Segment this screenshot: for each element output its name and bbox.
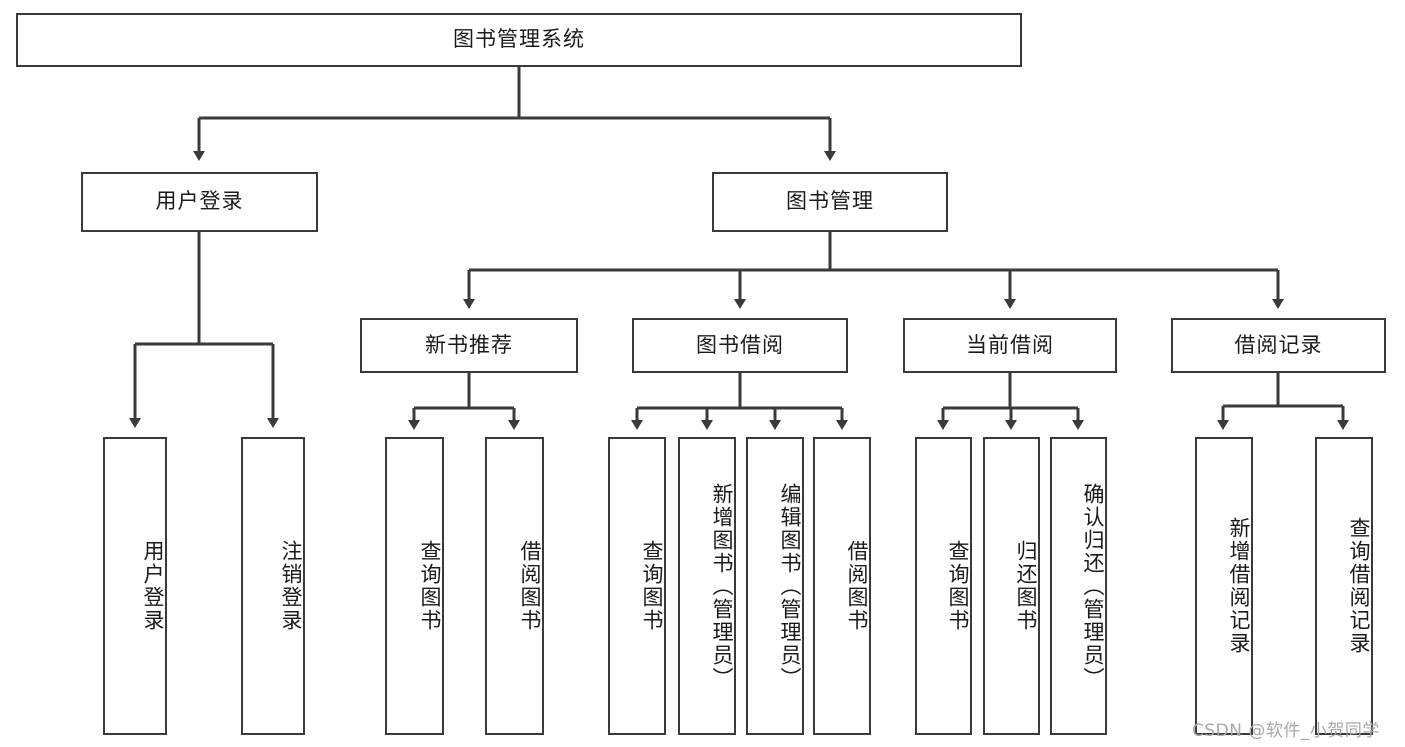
node-book-management[interactable]: 图书管理 — [712, 172, 948, 232]
leaf-logout[interactable]: 注销登录 — [241, 437, 305, 735]
leaf-add-record[interactable]: 新增借阅记录 — [1195, 437, 1253, 735]
leaf-add-record-label: 新增借阅记录 — [1227, 517, 1251, 655]
node-borrow-record[interactable]: 借阅记录 — [1171, 318, 1386, 373]
node-user-login-label: 用户登录 — [155, 189, 244, 214]
node-user-login[interactable]: 用户登录 — [81, 172, 318, 232]
leaf-query-books-cur[interactable]: 查询图书 — [915, 437, 972, 735]
leaf-query-books-rec-label: 查询图书 — [418, 540, 442, 632]
leaf-edit-book-label: 编辑图书（管理员） — [778, 482, 802, 690]
leaf-confirm-return-label: 确认归还（管理员） — [1081, 482, 1105, 690]
leaf-query-books-cur-label: 查询图书 — [946, 540, 970, 632]
leaf-confirm-return[interactable]: 确认归还（管理员） — [1050, 437, 1107, 735]
node-book-borrow-label: 图书借阅 — [696, 332, 784, 357]
leaf-logout-label: 注销登录 — [279, 540, 303, 632]
leaf-query-record[interactable]: 查询借阅记录 — [1315, 437, 1373, 735]
leaf-query-books-borrow[interactable]: 查询图书 — [608, 437, 666, 735]
leaf-return-book-label: 归还图书 — [1014, 540, 1038, 632]
node-book-borrow[interactable]: 图书借阅 — [632, 318, 848, 373]
leaf-user-login-label: 用户登录 — [141, 540, 165, 632]
csdn-watermark: CSDN @软件_小贺同学 — [1192, 721, 1380, 741]
node-root[interactable]: 图书管理系统 — [16, 13, 1022, 67]
node-new-book-recommend-label: 新书推荐 — [425, 332, 513, 357]
node-current-borrow[interactable]: 当前借阅 — [903, 318, 1117, 373]
leaf-borrow-book-label: 借阅图书 — [845, 540, 869, 632]
node-new-book-recommend[interactable]: 新书推荐 — [360, 318, 578, 373]
leaf-return-book[interactable]: 归还图书 — [983, 437, 1040, 735]
leaf-add-book-label: 新增图书（管理员） — [710, 482, 734, 690]
leaf-query-books-rec[interactable]: 查询图书 — [385, 437, 444, 735]
node-borrow-record-label: 借阅记录 — [1234, 332, 1323, 357]
leaf-add-book[interactable]: 新增图书（管理员） — [678, 437, 736, 735]
leaf-edit-book[interactable]: 编辑图书（管理员） — [746, 437, 804, 735]
node-root-label: 图书管理系统 — [453, 27, 585, 52]
leaf-user-login[interactable]: 用户登录 — [103, 437, 167, 735]
leaf-query-record-label: 查询借阅记录 — [1347, 517, 1371, 655]
leaf-borrow-book[interactable]: 借阅图书 — [813, 437, 871, 735]
leaf-borrow-books-rec[interactable]: 借阅图书 — [485, 437, 544, 735]
leaf-borrow-books-rec-label: 借阅图书 — [518, 540, 542, 632]
node-current-borrow-label: 当前借阅 — [966, 332, 1054, 357]
node-book-management-label: 图书管理 — [786, 189, 874, 214]
leaf-query-books-borrow-label: 查询图书 — [640, 540, 664, 632]
